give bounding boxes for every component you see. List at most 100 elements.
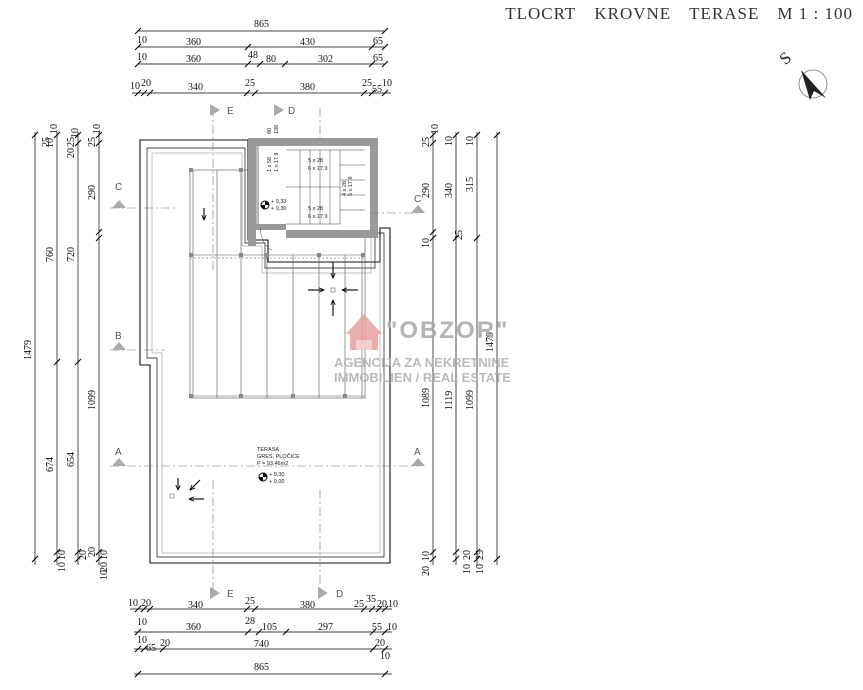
dim-right-c2-f: 10 [462, 564, 473, 574]
section-labels: A A B C C E D E D [115, 106, 421, 600]
dim-bot-r3-f: 10 [380, 651, 390, 662]
section-d-bottom: D [336, 589, 343, 600]
watermark: "OBZOR" AGENCIJA ZA NEKRETNINE IMMOBILIE… [334, 314, 511, 385]
stair-vert-3: 4 x 28 [342, 181, 348, 196]
dim-right-c1-g: 20 [421, 566, 432, 576]
dim-left-c2-d: 10 [57, 550, 68, 560]
dim-top-r3-d: 80 [266, 54, 276, 65]
watermark-brand: "OBZOR" [386, 317, 509, 344]
section-c-right: C [414, 194, 421, 205]
dim-right-c3-b: 315 [465, 177, 476, 192]
dim-bot-r1-f: 25 [354, 599, 364, 610]
section-a-left: A [115, 447, 122, 458]
watermark-house-icon [346, 314, 382, 350]
dim-bot-r1-d: 25 [245, 596, 255, 607]
room-name: TERASA [257, 447, 279, 453]
stair-flight2-a: 5 x 28 [308, 206, 323, 212]
stair-vert-4: 5 x 17.9 [348, 176, 354, 196]
dim-left-c4-b: 25 [87, 137, 98, 147]
stair-top-1: 80 [267, 128, 273, 134]
dim-left-c4-c: 10 [92, 124, 103, 134]
dim-top-r3-b: 360 [186, 54, 201, 65]
dim-right-c1-e: 1089 [421, 388, 432, 408]
room-level-quarter-icon [259, 473, 267, 481]
dim-left-total: 1479 [23, 340, 34, 360]
room-level-2: + 9,00 [269, 479, 284, 485]
stair-level-quarter-icon [261, 201, 269, 209]
compass-circle [798, 69, 828, 99]
section-e-top: E [227, 106, 234, 117]
dim-right-c2-a: 10 [444, 136, 455, 146]
room-level-1: + 9,30 [269, 472, 284, 478]
section-c-left: C [115, 182, 122, 193]
dim-top-r3-e: 302 [318, 54, 333, 65]
room-finish: GRES. PLOČICE [257, 453, 300, 460]
dim-bot-r1-a: 10 [128, 598, 138, 609]
section-b-left: B [115, 331, 122, 342]
title-scale: M 1 : 100 [777, 4, 853, 23]
dim-bot-r3-d: 740 [254, 639, 269, 650]
dims-left-text: 25 10 1479 10 760 674 10 10 20 25 720 65… [23, 124, 110, 580]
dim-bot-r2-b: 360 [186, 622, 201, 633]
section-a-right: A [414, 447, 421, 458]
dim-bot-r3-e: 20 [375, 638, 385, 649]
dim-left-c3-c: 720 [66, 247, 77, 262]
dim-left-c4-a: 10 [70, 128, 81, 138]
dim-left-c2-e: 10 [57, 562, 68, 572]
stair-vert-1: 1 x 58 [267, 157, 273, 172]
drain-points [169, 287, 336, 499]
dim-top-r2-c: 430 [300, 37, 315, 48]
dim-left-c4-g: 10 [99, 550, 110, 560]
dim-left-c2-b: 760 [45, 247, 56, 262]
dims-left [31, 131, 103, 565]
dim-top-r3-f: 65 [373, 53, 383, 64]
dim-top-r4-d: 25 [245, 78, 255, 89]
dim-bot-r1-i: 10 [388, 599, 398, 610]
stair-vert-2: 1 x 17.9 [274, 152, 280, 172]
stair-core [248, 138, 378, 251]
dim-top-r4-f: 25 [362, 78, 372, 89]
section-d-top: D [288, 106, 295, 117]
dims-top-text: 865 10 360 430 65 10 360 48 80 302 65 10… [130, 19, 392, 95]
dim-right-c1-f: 10 [421, 551, 432, 561]
dims-bottom [130, 605, 392, 678]
dim-bot-r2-a: 10 [137, 617, 147, 628]
dim-bot-r3-b: 65 [146, 643, 156, 654]
room-area: P = 93,46m2 [257, 461, 288, 467]
watermark-line-1: AGENCIJA ZA NEKRETNINE [334, 355, 510, 370]
title-word-1: TLOCRT [505, 4, 577, 23]
dim-right-c2-d: 1119 [444, 391, 455, 410]
dim-right-c1-b: 10 [430, 124, 441, 134]
dim-bot-r2-f: 55 [372, 622, 382, 633]
dim-bot-r3-a: 10 [137, 635, 147, 646]
dim-left-c3-e: 20 [78, 550, 89, 560]
pergola-posts [189, 168, 365, 398]
dim-right-c3-c: 1099 [465, 390, 476, 410]
dim-top-r2-a: 10 [137, 35, 147, 46]
dim-right-c3-a: 10 [465, 136, 476, 146]
title-word-3: TERASE [689, 4, 760, 23]
dim-top-r4-h: 55 [372, 84, 382, 95]
dim-right-c1-a: 25 [421, 137, 432, 147]
dim-left-c3-b: 25 [66, 137, 77, 147]
dims-right [429, 131, 501, 565]
dim-bot-r1-g: 35 [366, 594, 376, 605]
dim-top-r3-a: 10 [137, 52, 147, 63]
dim-left-c4-h: 20 [99, 562, 110, 572]
dim-left-c4-f: 20 [87, 547, 98, 557]
dim-right-total: 1479 [485, 332, 496, 352]
dim-bot-r1-e: 380 [300, 600, 315, 611]
dim-bot-r1-b: 20 [141, 598, 151, 609]
dim-top-r4-a: 10 [130, 81, 140, 92]
dim-top-total: 865 [254, 19, 269, 30]
stair-flight2-b: 6 x 17.9 [308, 214, 328, 220]
dims-top [132, 27, 391, 97]
dim-right-c3-e: 10 [475, 564, 486, 574]
dim-top-r4-b: 20 [141, 78, 151, 89]
dim-right-c3-d: 25 [475, 550, 486, 560]
dim-bot-r1-c: 340 [188, 600, 203, 611]
compass-letter: S [776, 48, 795, 69]
terrace-label: TERASA GRES. PLOČICE P = 93,46m2 + 9,30 … [257, 447, 300, 485]
